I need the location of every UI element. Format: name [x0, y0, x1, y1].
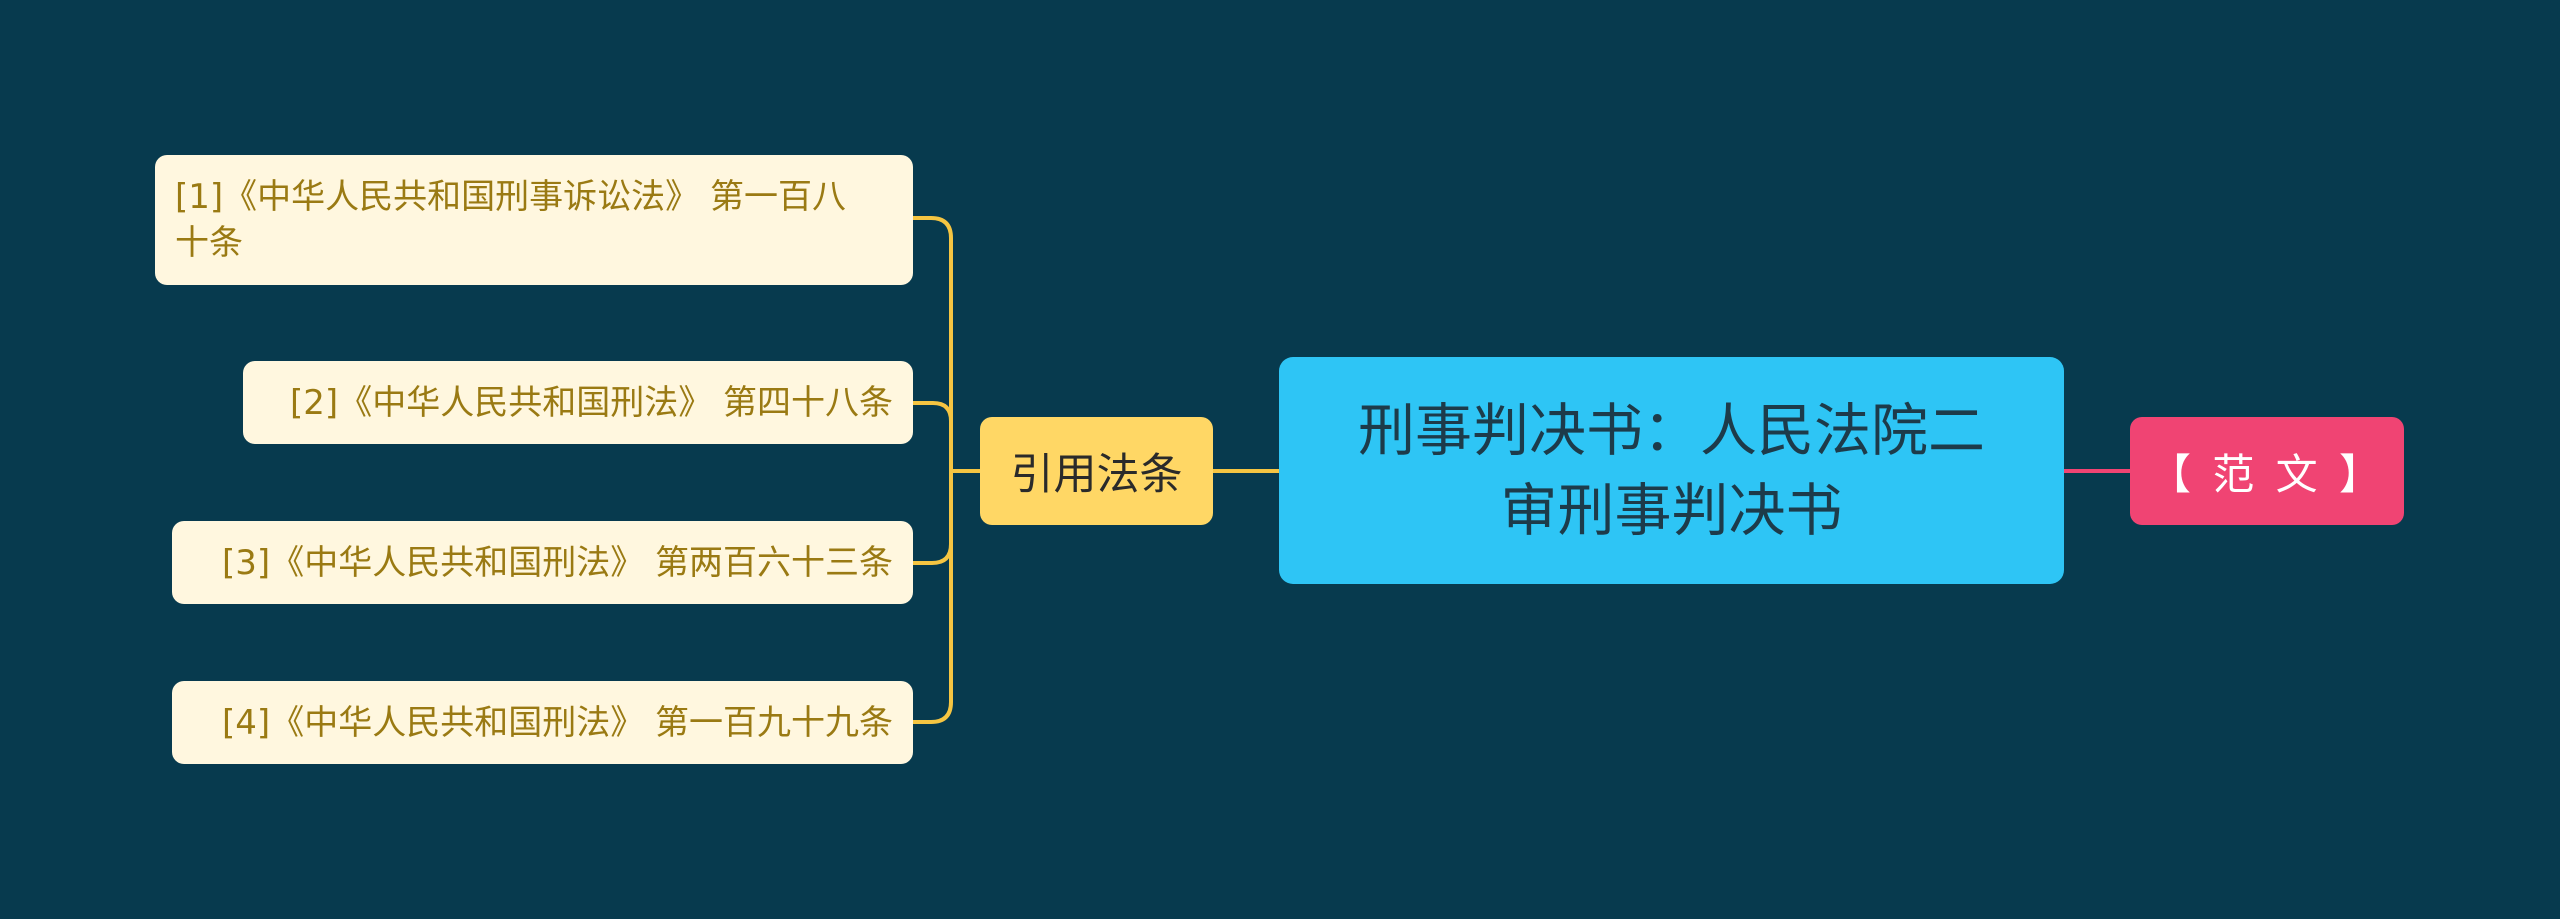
tag-node-sample[interactable]: 【 范 文 】 [2130, 417, 2404, 525]
connector-leaf-3 [913, 471, 953, 565]
leaf-3-text: [3]《中华人民共和国刑法》 第两百六十三条 [222, 542, 893, 583]
leaf-node-3[interactable]: [3]《中华人民共和国刑法》 第两百六十三条 [172, 521, 913, 604]
leaf-node-1[interactable]: [1]《中华人民共和国刑事诉讼法》 第一百八 十条 [155, 155, 913, 285]
leaf-1-line-2: 十条 [175, 223, 243, 263]
tag-label: 【 范 文 】 [2148, 449, 2386, 499]
leaf-1-line-1: [1]《中华人民共和国刑事诉讼法》 第一百八 [175, 177, 846, 217]
root-title-line-1: 刑事判决书：人民法院二 [1358, 397, 1985, 464]
leaf-node-4[interactable]: [4]《中华人民共和国刑法》 第一百九十九条 [172, 681, 913, 764]
connector-leaf-4 [913, 471, 953, 724]
root-node[interactable]: 刑事判决书：人民法院二 审刑事判决书 [1279, 357, 2064, 584]
branch-node-cited-law[interactable]: 引用法条 [980, 417, 1213, 525]
root-title-line-2: 审刑事判决书 [1500, 477, 1843, 544]
connector-leaf-1 [913, 216, 953, 471]
connector-leaf-2 [913, 401, 953, 471]
leaf-node-2[interactable]: [2]《中华人民共和国刑法》 第四十八条 [243, 361, 913, 444]
branch-label: 引用法条 [1010, 450, 1183, 500]
leaf-2-text: [2]《中华人民共和国刑法》 第四十八条 [290, 382, 893, 423]
leaf-4-text: [4]《中华人民共和国刑法》 第一百九十九条 [222, 702, 893, 743]
